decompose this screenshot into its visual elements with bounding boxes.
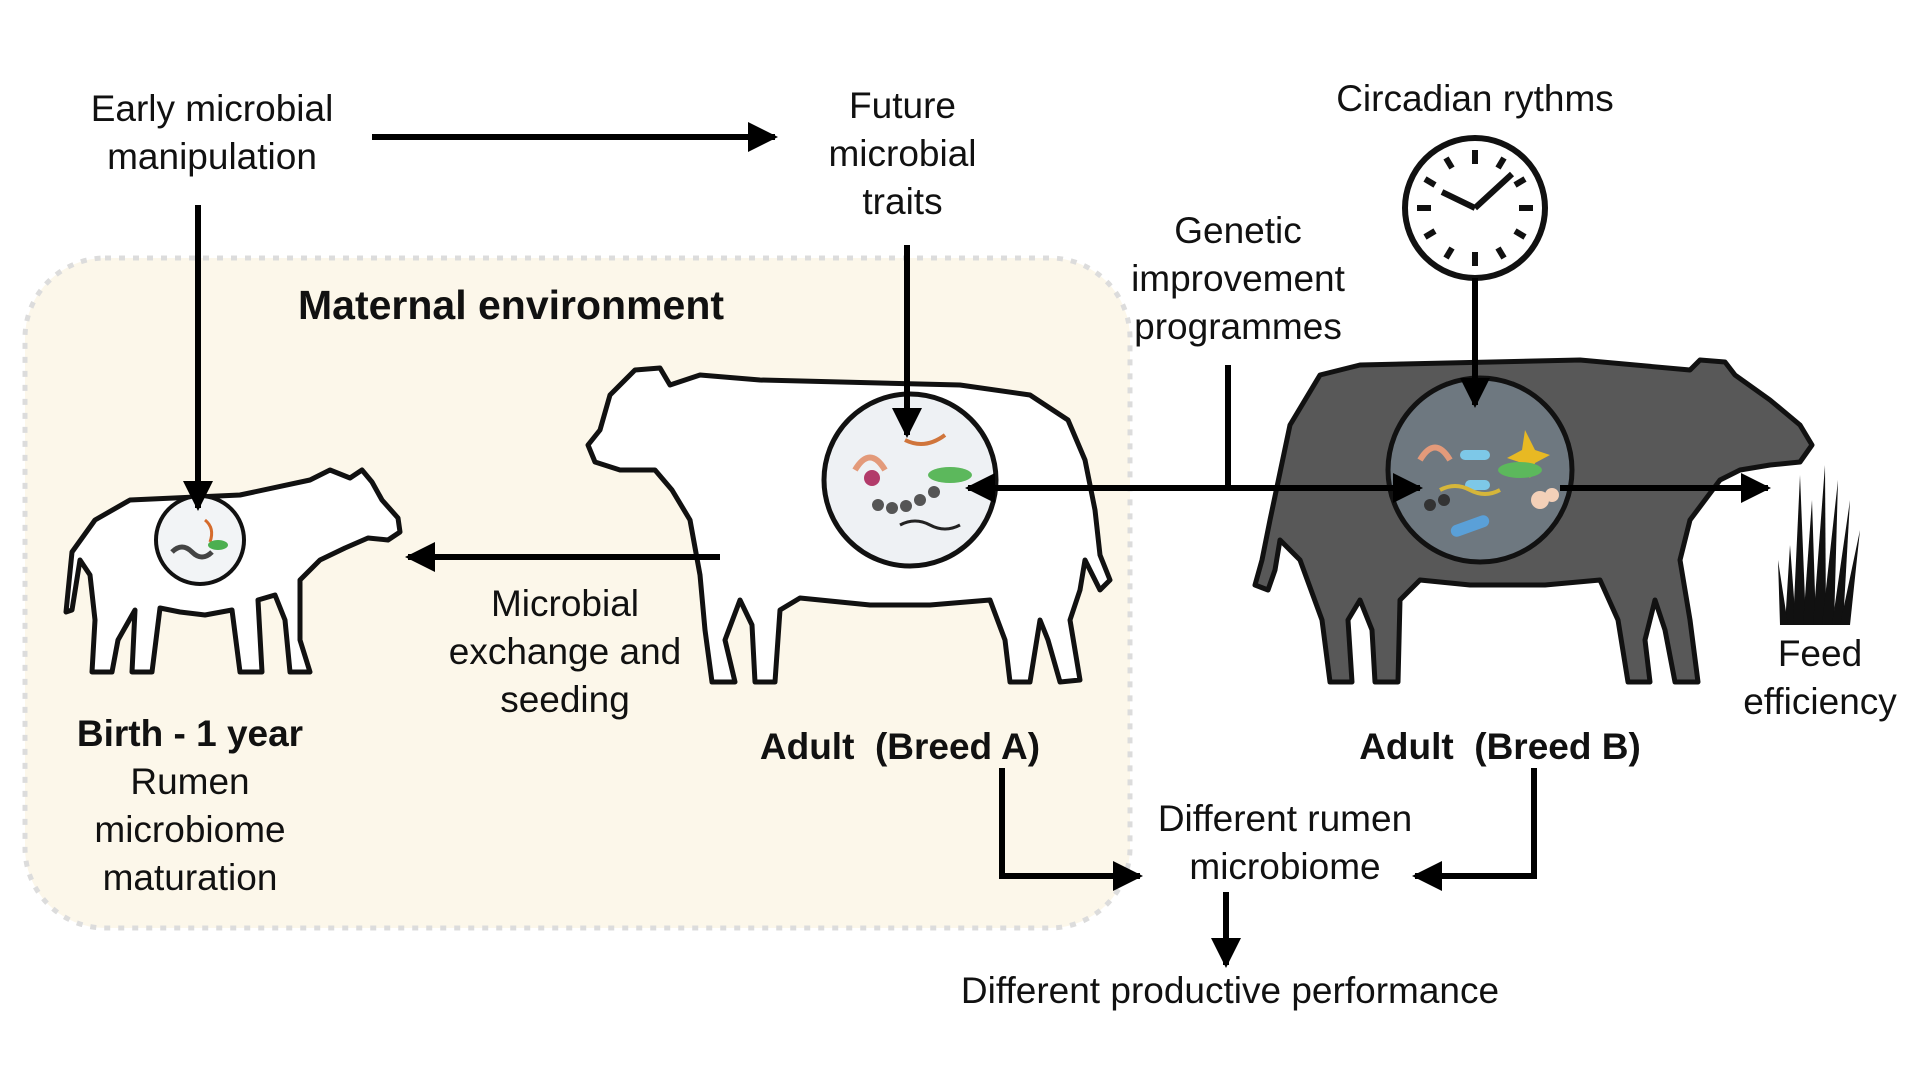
grass-icon [1778, 465, 1860, 625]
rumen-microbes-icon [154, 494, 246, 586]
maternal-environment-title: Maternal environment [298, 282, 725, 328]
label-different-microbiome: Different rumen microbiome [1157, 798, 1413, 888]
arrows [183, 122, 1771, 968]
clock-icon [1402, 135, 1548, 281]
label-adult-breed-a: Adult (Breed A) [759, 726, 1041, 767]
rumen-microbes-icon [821, 391, 999, 569]
label-early-manipulation: Early microbial manipulation [90, 88, 334, 178]
label-adult-breed-b: Adult (Breed B) [1359, 726, 1641, 767]
label-future-traits: Future microbial traits [828, 85, 977, 223]
rumen-microbes-icon [1385, 375, 1575, 565]
arrow-breed-b-to-microbiome [1412, 768, 1537, 891]
label-genetic-improvement: Genetic improvement programmes [1131, 210, 1345, 348]
label-feed-efficiency: Feed efficiency [1743, 633, 1897, 723]
label-microbial-exchange: Microbial exchange and seeding [448, 583, 682, 721]
arrow-breed-a-to-microbiome [999, 768, 1143, 891]
label-rumen-maturation: Rumen microbiome maturation [94, 761, 286, 899]
label-different-performance: Different productive performance [960, 970, 1500, 1011]
label-circadian: Circadian rythms [1336, 78, 1614, 119]
label-birth-year: Birth - 1 year [76, 713, 304, 754]
